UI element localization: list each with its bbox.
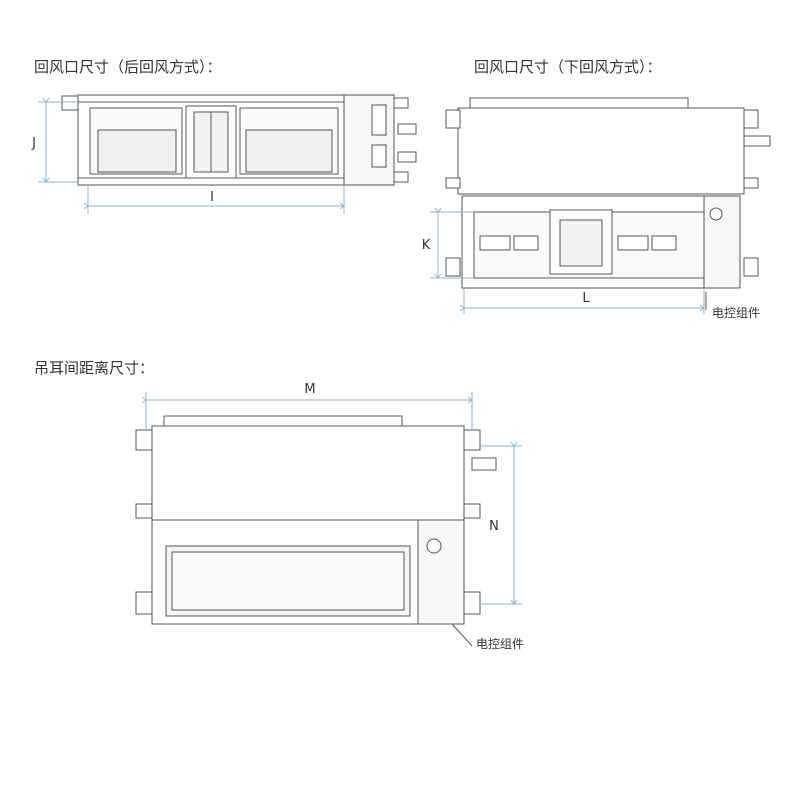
hanger-bracket (743, 109, 759, 129)
control-box-label-1: 电控组件 (712, 306, 760, 320)
bottom-return-title: 回风口尺寸（下回风方式）： (474, 58, 662, 76)
control-section (417, 519, 465, 625)
rear-return-diagram (38, 94, 417, 214)
unit-casing (151, 425, 465, 521)
hanger-bracket (463, 429, 481, 451)
dimension-I-label: I (210, 190, 214, 205)
hanger-bracket (135, 429, 153, 451)
hanger-bracket (445, 257, 461, 277)
dimension-J-label: J (31, 136, 36, 151)
hanger-bracket (135, 591, 153, 615)
dimension-K-label: K (422, 238, 431, 253)
hanger-spacing-title: 吊耳间距离尺寸： (34, 359, 155, 377)
hanger-bracket (393, 97, 409, 109)
pipe-connector (397, 151, 417, 163)
bottom-return-diagram (430, 97, 771, 314)
hanger-bracket (445, 109, 461, 129)
dimension-L-label: L (582, 291, 590, 306)
fan-scroll (97, 129, 177, 173)
dimension-M-label: M (304, 382, 315, 397)
pipe-connector (743, 135, 771, 147)
hanger-bracket (61, 95, 79, 111)
unit-casing (457, 107, 745, 195)
rear-return-title: 回风口尺寸（后回风方式）： (34, 58, 222, 76)
control-section (703, 195, 741, 289)
dimension-N-label: N (489, 519, 499, 534)
fan-scroll (245, 129, 333, 173)
hanger-spacing-diagram (135, 392, 522, 647)
pipe-connector (471, 457, 497, 471)
control-box-label-2: 电控组件 (476, 637, 524, 651)
hanger-bracket (463, 591, 481, 615)
hanger-bracket (743, 257, 759, 277)
pipe-connector (397, 123, 417, 135)
